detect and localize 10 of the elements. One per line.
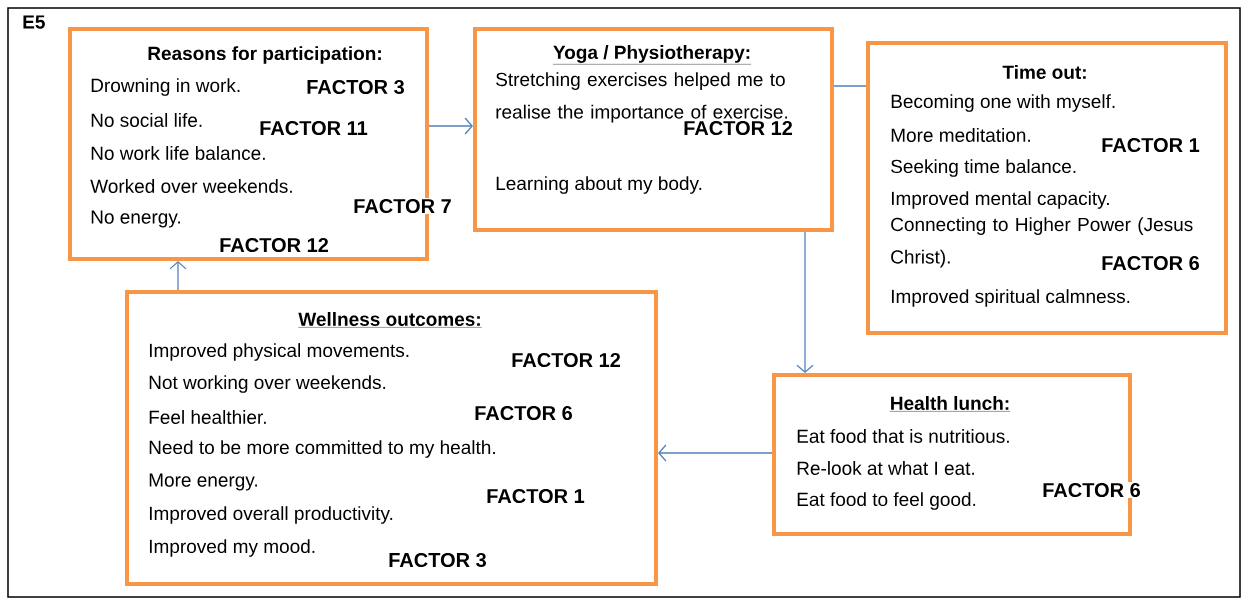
text-box: Wellness outcomes: Improved physical movements. FACTOR 12 Not working over weekends. Feel healthier. FACTOR 6 Need to be more committed to my health. More energy. FACTOR 1 Improved overall productivity. Improved my mood. FACTOR 3 bbox=[125, 290, 658, 586]
arrow bbox=[169, 261, 187, 291]
text-box: Yoga / Physiotherapy: Stretching exercises helped me to realise the importance of exercise. FACTOR 12 Learning about my body. bbox=[473, 27, 834, 232]
panel-label: E5 bbox=[23, 15, 45, 29]
arrow bbox=[658, 444, 773, 462]
arrow bbox=[796, 231, 814, 373]
text-box: Health lunch: Eat food that is nutritious. Re-look at what I eat. Eat food to feel good. FACTOR 6 bbox=[772, 373, 1142, 536]
text-box: Time out: Becoming one with myself. More meditation. FACTOR 1 Seeking time balance. Improved mental capacity. Connecting to Higher Power (Jesus Christ). FACTOR 6 Improved spiritual calmness. bbox=[866, 41, 1228, 335]
text-box: Reasons for participation: Drowning in work. FACTOR 3 No social life. FACTOR 11 No work life balance. Worked over weekends. FACTOR 7 No energy. FACTOR 12 bbox=[68, 27, 453, 261]
arrow bbox=[428, 117, 473, 135]
